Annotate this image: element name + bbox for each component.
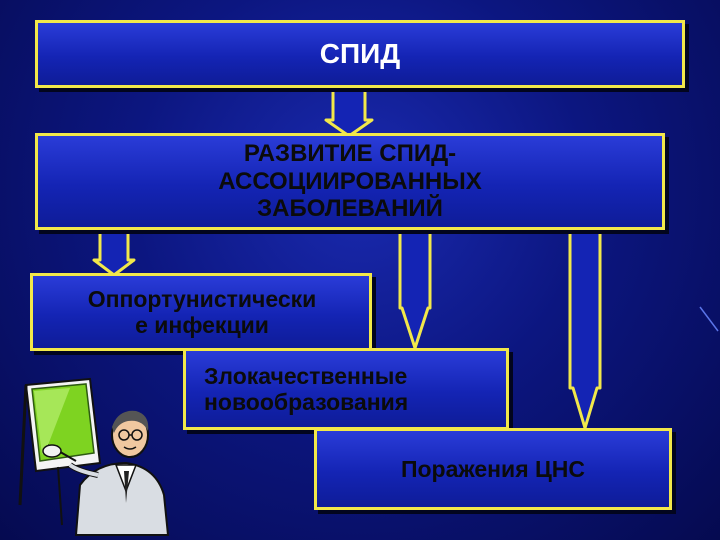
arrow-development-to-malignant — [398, 226, 432, 350]
node-malignant-neoplasms: Злокачественные новообразования — [183, 348, 509, 430]
arrow-development-to-opportunistic — [92, 226, 136, 277]
node-aids-label: СПИД — [319, 37, 401, 69]
node-development: РАЗВИТИЕ СПИД- АССОЦИИРОВАННЫХ ЗАБОЛЕВАН… — [35, 133, 665, 230]
node-development-label: РАЗВИТИЕ СПИД- АССОЦИИРОВАННЫХ ЗАБОЛЕВАН… — [218, 140, 482, 223]
node-cns-lesions: Поражения ЦНС — [314, 428, 672, 510]
node-cns-label: Поражения ЦНС — [400, 455, 586, 482]
decorative-line — [699, 306, 719, 332]
node-malignant-label: Злокачественные новообразования — [204, 362, 409, 415]
arrow-aids-to-development — [324, 84, 374, 138]
node-opportunistic-infections: Оппортунистически е инфекции — [30, 273, 372, 351]
node-aids: СПИД — [35, 20, 685, 88]
node-opportunistic-label: Оппортунистически е инфекции — [87, 285, 317, 338]
presenter-with-board-icon — [18, 377, 170, 536]
arrow-development-to-cns — [568, 226, 602, 430]
